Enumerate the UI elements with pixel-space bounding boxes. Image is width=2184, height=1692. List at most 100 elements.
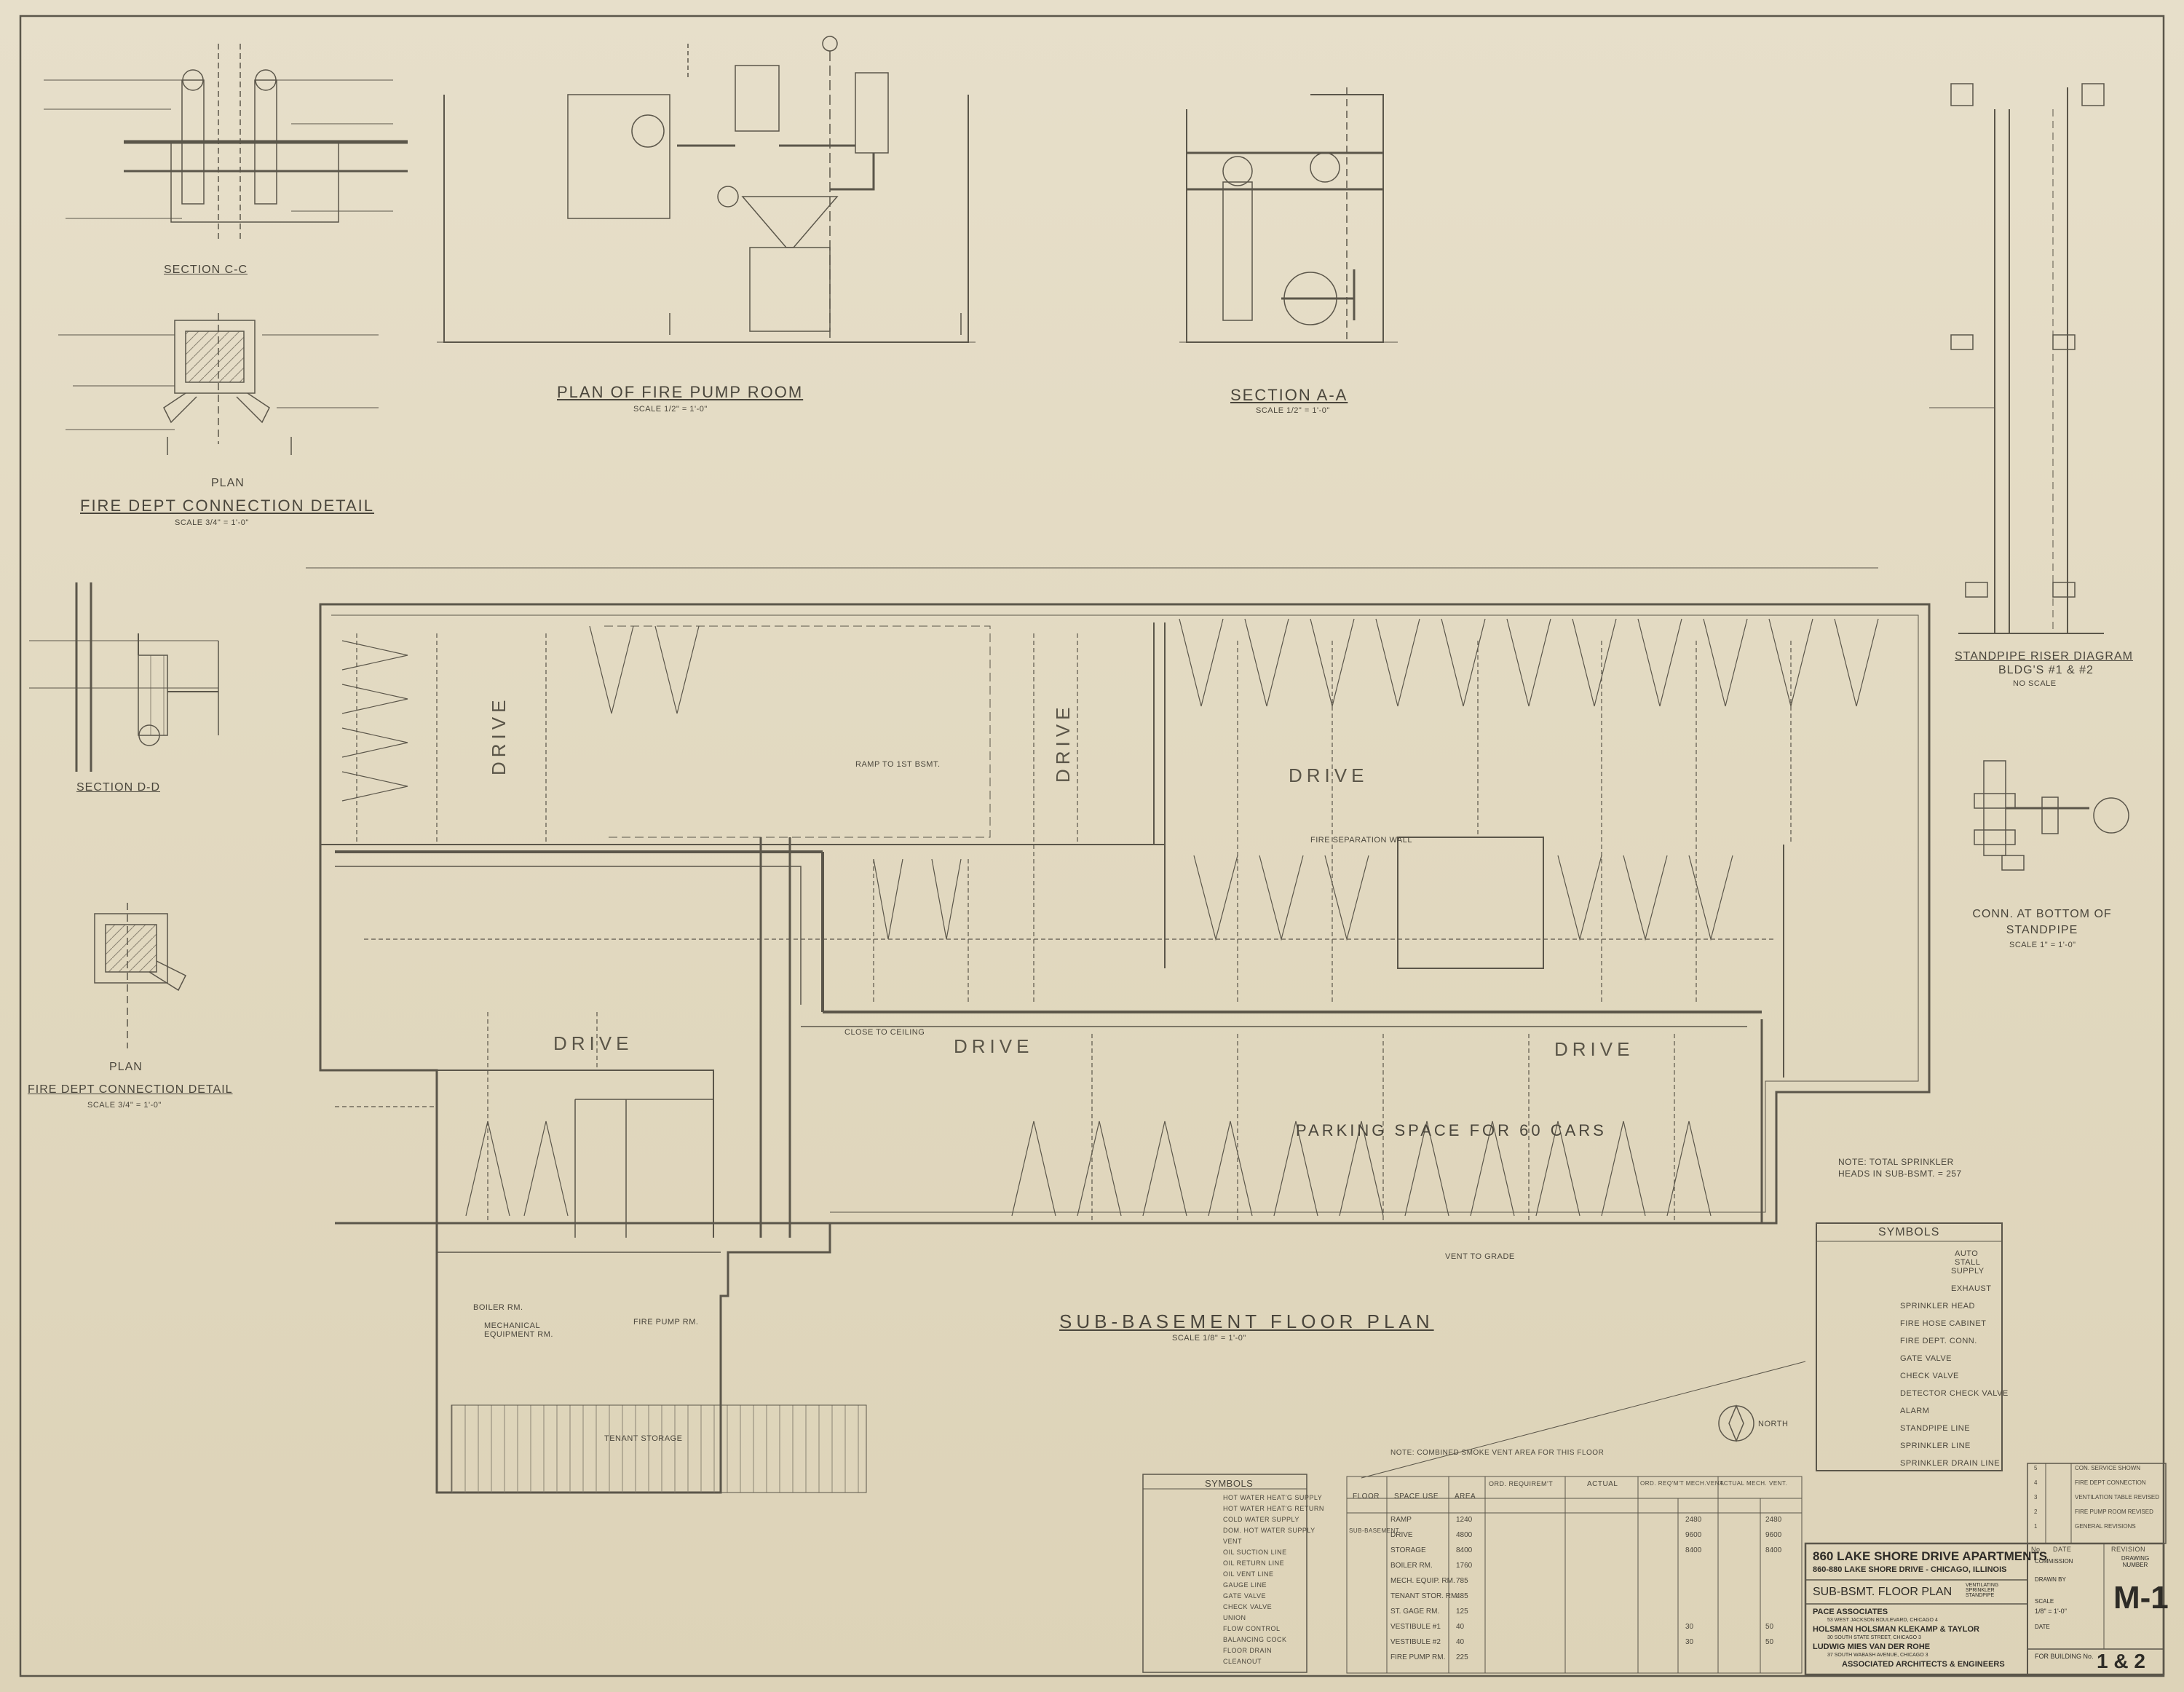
for-building-label: FOR BUILDING No. bbox=[2035, 1653, 2094, 1660]
revision-row: 1 GENERAL REVISIONS bbox=[2030, 1523, 2164, 1538]
row-use: MECH. EQUIP. RM. bbox=[1390, 1577, 1455, 1585]
symbol-item: SUPPLY bbox=[1951, 1267, 1985, 1276]
table-row: VESTIBULE #1 40 30 50 bbox=[1390, 1623, 1802, 1638]
revision-row: 3 VENTILATION TABLE REVISED bbox=[2030, 1494, 2164, 1509]
row-supply: 30 bbox=[1685, 1623, 1694, 1631]
section-a-title: SECTION A-A bbox=[1230, 386, 1348, 404]
riser-title: STANDPIPE RISER DIAGRAM bbox=[1955, 650, 2133, 663]
symbol-item: SPRINKLER HEAD bbox=[1900, 1302, 1975, 1310]
row-area: 4800 bbox=[1456, 1531, 1473, 1539]
row-exhaust: 8400 bbox=[1765, 1546, 1782, 1554]
drive-label-5: DRIVE bbox=[954, 1035, 1034, 1057]
north-label: NORTH bbox=[1758, 1420, 1789, 1428]
symbol-item: FLOW CONTROL bbox=[1223, 1625, 1281, 1632]
scale-label: SCALE bbox=[2035, 1598, 2054, 1605]
symbols-left-title: SYMBOLS bbox=[1205, 1478, 1254, 1489]
building-numbers: 1 & 2 bbox=[2097, 1650, 2145, 1672]
section-d-title: SECTION D-D bbox=[76, 781, 160, 794]
row-area: 485 bbox=[1456, 1592, 1468, 1600]
firm-mies: LUDWIG MIES VAN DER ROHE bbox=[1813, 1642, 1931, 1651]
project-address: 860-880 LAKE SHORE DRIVE - CHICAGO, ILLI… bbox=[1813, 1565, 2007, 1574]
firm-pace: PACE ASSOCIATES bbox=[1813, 1608, 1888, 1616]
firm-mies-address: 37 SOUTH WABASH AVENUE, CHICAGO 3 bbox=[1827, 1653, 1928, 1658]
row-supply: 8400 bbox=[1685, 1546, 1702, 1554]
note-close-ceiling: CLOSE TO CEILING bbox=[844, 1028, 925, 1037]
row-area: 40 bbox=[1456, 1623, 1465, 1631]
riser-scale: NO SCALE bbox=[2013, 679, 2057, 688]
symbol-item: OIL SUCTION LINE bbox=[1223, 1549, 1287, 1556]
revision-text: FIRE DEPT CONNECTION bbox=[2075, 1479, 2146, 1486]
drawing-number-label: DRAWING NUMBER bbox=[2121, 1555, 2150, 1568]
table-row: RAMP 1240 2480 2480 bbox=[1390, 1516, 1802, 1531]
table-row: BOILER RM. 1760 bbox=[1390, 1562, 1802, 1577]
row-exhaust: 50 bbox=[1765, 1623, 1774, 1631]
symbol-item: CLEANOUT bbox=[1223, 1658, 1262, 1665]
fire-dept-detail-title-2: FIRE DEPT CONNECTION DETAIL bbox=[28, 1083, 233, 1096]
row-area: 785 bbox=[1456, 1577, 1468, 1585]
sheet-subtitle: VENTILATING SPRINKLER STANDPIPE bbox=[1966, 1583, 1999, 1598]
section-d-d bbox=[29, 582, 219, 1048]
project-name: 860 LAKE SHORE DRIVE APARTMENTS bbox=[1813, 1549, 2048, 1563]
symbols-right-title: SYMBOLS bbox=[1878, 1226, 1940, 1238]
revision-header-date: DATE bbox=[2053, 1546, 2072, 1553]
symbol-item: OIL RETURN LINE bbox=[1223, 1559, 1285, 1567]
revision-text: VENTILATION TABLE REVISED bbox=[2075, 1494, 2160, 1501]
schedule-header-ord: ORD. REQUIREM'T bbox=[1489, 1480, 1554, 1487]
row-use: VESTIBULE #1 bbox=[1390, 1623, 1441, 1631]
commission-label: COMMISSION bbox=[2035, 1558, 2073, 1565]
revision-no: 2 bbox=[2034, 1509, 2038, 1515]
row-use: DRIVE bbox=[1390, 1531, 1413, 1539]
schedule-note: NOTE: COMBINED SMOKE VENT AREA FOR THIS … bbox=[1390, 1449, 1605, 1457]
table-row: STORAGE 8400 8400 8400 bbox=[1390, 1546, 1802, 1562]
sprinkler-note: NOTE: TOTAL SPRINKLER HEADS IN SUB-BSMT.… bbox=[1838, 1157, 1962, 1179]
row-exhaust: 9600 bbox=[1765, 1531, 1782, 1539]
room-tenant-storage: TENANT STORAGE bbox=[604, 1434, 683, 1443]
note-ramp: RAMP TO 1ST BSMT. bbox=[855, 760, 941, 769]
schedule-header-use: SPACE USE bbox=[1394, 1493, 1439, 1501]
drawn-by-label: DRAWN BY bbox=[2035, 1576, 2066, 1583]
pump-room-title: PLAN OF FIRE PUMP ROOM bbox=[557, 383, 804, 401]
symbol-item: BALANCING COCK bbox=[1223, 1636, 1287, 1643]
date-label: DATE bbox=[2035, 1624, 2050, 1630]
section-a-scale: SCALE 1/2" = 1'-0" bbox=[1256, 406, 1330, 415]
symbol-item: SPRINKLER LINE bbox=[1900, 1442, 1971, 1450]
firm-holsman-address: 30 SOUTH STATE STREET, CHICAGO 3 bbox=[1827, 1635, 1921, 1640]
row-use: BOILER RM. bbox=[1390, 1562, 1433, 1570]
fire-dept-detail-scale-2: SCALE 3/4" = 1'-0" bbox=[87, 1101, 162, 1110]
note-vent-grade: VENT TO GRADE bbox=[1445, 1252, 1515, 1261]
revision-no: 4 bbox=[2034, 1479, 2038, 1486]
symbol-item: CHECK VALVE bbox=[1900, 1372, 1959, 1380]
symbol-item: SPRINKLER DRAIN LINE bbox=[1900, 1459, 2001, 1468]
standpipe-connection-detail bbox=[1974, 760, 2129, 871]
symbols-left-list: HOT WATER HEAT'G SUPPLY HOT WATER HEAT'G… bbox=[1223, 1494, 1324, 1669]
row-use: VESTIBULE #2 bbox=[1390, 1638, 1441, 1646]
revision-no: 3 bbox=[2034, 1494, 2038, 1501]
schedule-floor: SUB-BASEMENT bbox=[1349, 1527, 1400, 1534]
row-use: RAMP bbox=[1390, 1516, 1412, 1524]
symbol-item: GATE VALVE bbox=[1900, 1354, 1952, 1363]
fire-dept-detail-title: FIRE DEPT CONNECTION DETAIL bbox=[80, 497, 375, 515]
plan-label: PLAN bbox=[211, 477, 245, 489]
table-row: MECH. EQUIP. RM. 785 bbox=[1390, 1577, 1802, 1592]
drawing-number: M-1 bbox=[2113, 1580, 2169, 1616]
row-exhaust: 2480 bbox=[1765, 1516, 1782, 1524]
row-exhaust: 50 bbox=[1765, 1638, 1774, 1646]
symbol-item: HOT WATER HEAT'G SUPPLY bbox=[1223, 1494, 1323, 1501]
revision-table: 5 CON. SERVICE SHOWN 4 FIRE DEPT CONNECT… bbox=[2030, 1465, 2164, 1538]
riser-subtitle: BLDG'S #1 & #2 bbox=[1998, 664, 2094, 676]
drive-label-4: DRIVE bbox=[553, 1032, 633, 1054]
row-area: 1240 bbox=[1456, 1516, 1473, 1524]
symbols-right-list: AUTO STALL SUPPLY EXHAUST SPRINKLER HEAD… bbox=[1893, 1249, 2008, 1476]
drive-label-6: DRIVE bbox=[1554, 1038, 1634, 1060]
row-supply: 2480 bbox=[1685, 1516, 1702, 1524]
symbol-item: FIRE HOSE CABINET bbox=[1900, 1319, 1987, 1328]
schedule-grid bbox=[1346, 1476, 1803, 1674]
fire-dept-detail-top bbox=[44, 44, 408, 455]
schedule-header-floor: FLOOR bbox=[1353, 1493, 1380, 1501]
conn-scale: SCALE 1" = 1'-0" bbox=[2009, 941, 2076, 949]
revision-row: 4 FIRE DEPT CONNECTION bbox=[2030, 1479, 2164, 1494]
schedule-rows: RAMP 1240 2480 2480 DRIVE 4800 9600 9600… bbox=[1390, 1516, 1802, 1669]
revision-no: 5 bbox=[2034, 1465, 2038, 1471]
symbol-item: UNION bbox=[1223, 1614, 1246, 1621]
row-use: ST. GAGE RM. bbox=[1390, 1608, 1440, 1616]
